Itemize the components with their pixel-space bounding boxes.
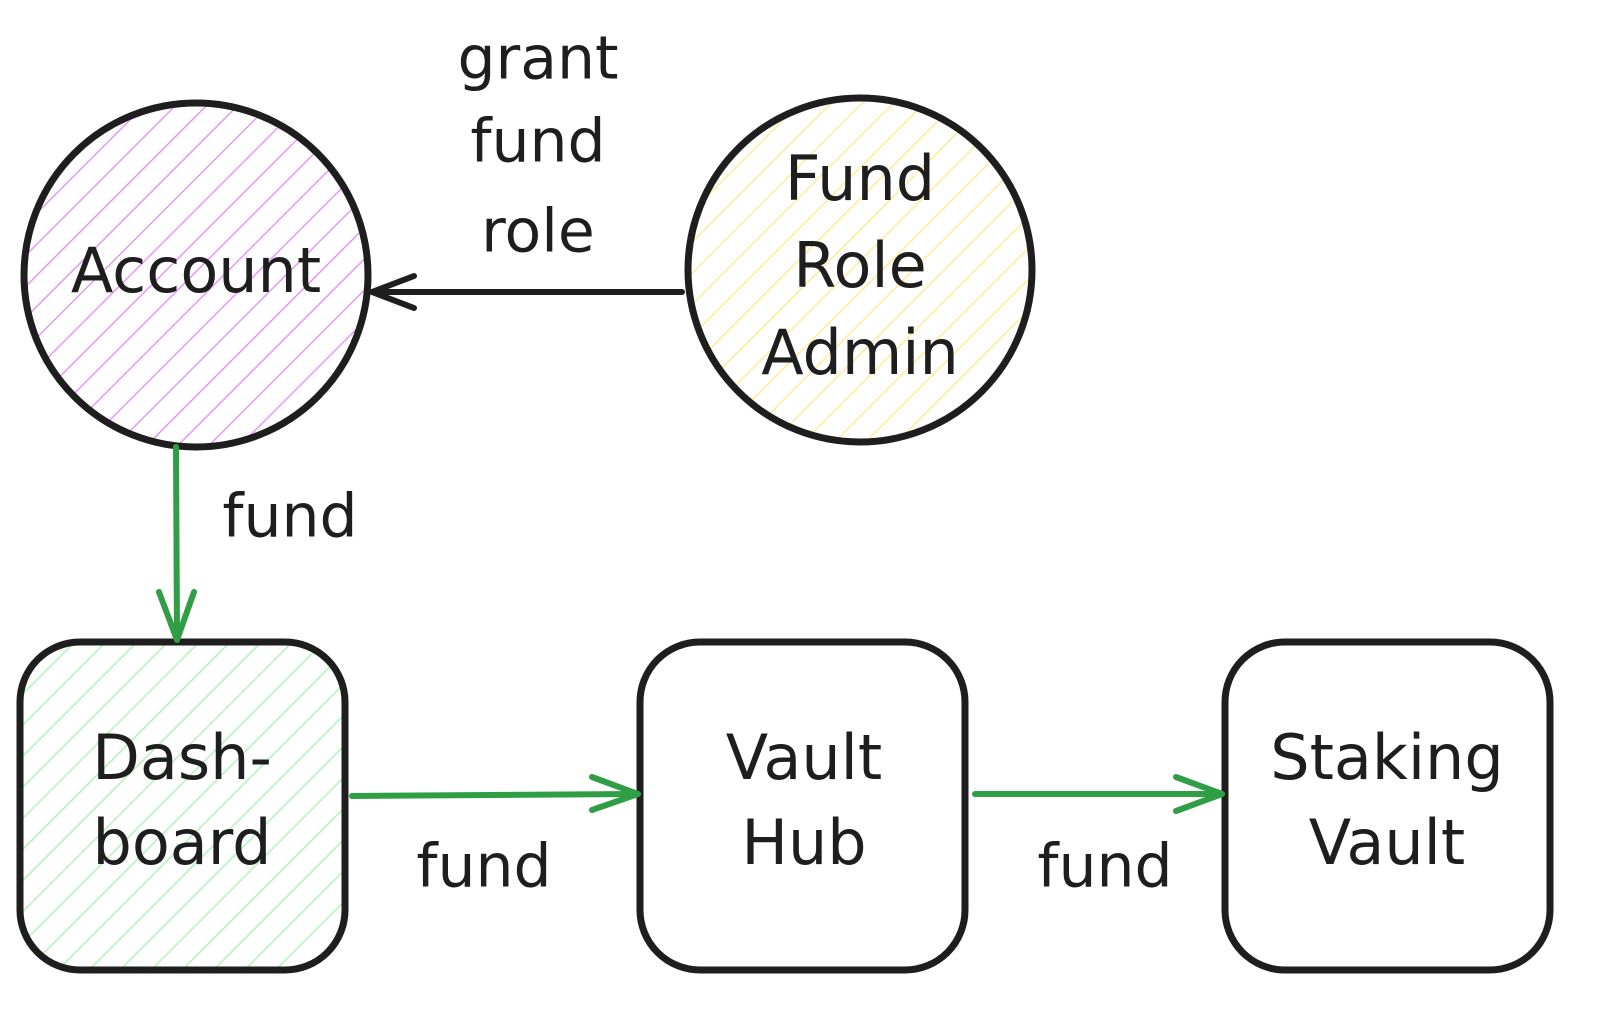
- edge-account-to-dashboard-line: [173, 444, 180, 643]
- fund-role-admin-circle: [688, 98, 1032, 442]
- vault-hub-node[interactable]: Vault Hub: [636, 638, 969, 974]
- staking-vault-node[interactable]: Staking Vault: [1221, 638, 1554, 974]
- dashboard-label-line-2: board: [92, 806, 271, 879]
- account-node[interactable]: Account: [20, 99, 372, 451]
- edge-admin-to-account[interactable]: grant fund role: [369, 24, 685, 311]
- edge-account-to-dashboard-label: fund: [222, 482, 357, 552]
- dashboard-node[interactable]: Dash- board: [16, 638, 349, 974]
- fund-role-admin-label-line-3: Admin: [761, 316, 959, 389]
- edge-dashboard-to-hub-arrowhead: [589, 774, 641, 813]
- account-circle: [24, 103, 368, 447]
- edge-hub-to-vault-arrowhead: [1173, 774, 1225, 814]
- dashboard-label-line-1: Dash-: [92, 721, 272, 794]
- edge-hub-to-vault[interactable]: fund: [972, 774, 1225, 902]
- edge-dashboard-to-hub[interactable]: fund: [349, 774, 641, 902]
- staking-vault-label-line-2: Vault: [1309, 806, 1465, 879]
- edge-account-to-dashboard-arrowhead: [156, 589, 197, 643]
- fund-role-admin-label-line-1: Fund: [785, 142, 935, 215]
- edge-account-to-dashboard[interactable]: fund: [156, 444, 358, 643]
- vault-hub-label-line-2: Hub: [741, 806, 866, 879]
- vault-hub-label-line-1: Vault: [726, 721, 882, 794]
- staking-vault-label-line-1: Staking: [1270, 721, 1503, 794]
- edge-admin-to-account-label-line-1: grant: [457, 24, 618, 94]
- edge-admin-to-account-arrowhead: [369, 273, 417, 311]
- edge-admin-to-account-label-line-2: fund: [470, 107, 605, 177]
- edge-dashboard-to-hub-label: fund: [416, 832, 551, 902]
- dashboard-box: [20, 642, 345, 970]
- edge-admin-to-account-label-line-3: role: [481, 197, 595, 267]
- edge-hub-to-vault-label: fund: [1037, 832, 1172, 902]
- vault-hub-box: [636, 638, 969, 974]
- account-label: Account: [71, 234, 321, 307]
- fund-role-admin-label-line-2: Role: [793, 229, 927, 302]
- staking-vault-box: [1221, 638, 1554, 974]
- fund-role-admin-node[interactable]: Fund Role Admin: [684, 94, 1036, 446]
- edge-dashboard-to-hub-line: [349, 791, 641, 799]
